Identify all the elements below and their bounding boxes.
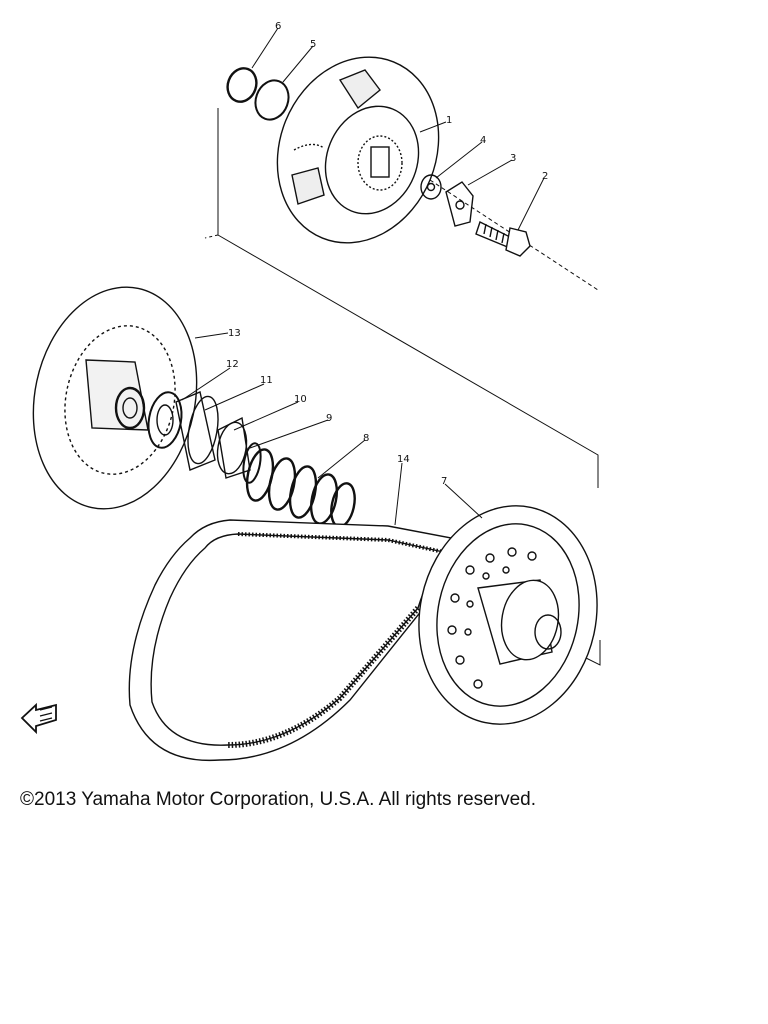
part-8-spring [245, 448, 356, 528]
part-7-secondary-sheave [418, 505, 598, 725]
callout-14: 14 [397, 454, 410, 465]
part-4-washer [420, 174, 442, 200]
callout-13: 13 [228, 328, 241, 339]
callout-labels: 6 5 1 4 3 2 13 12 11 10 9 8 14 7 [226, 21, 548, 487]
callout-4: 4 [480, 135, 486, 146]
callout-5: 5 [310, 39, 316, 50]
part-9-washer [242, 442, 262, 484]
callout-6: 6 [275, 21, 281, 32]
front-direction-arrow-icon [20, 702, 57, 735]
callout-11: 11 [260, 375, 273, 386]
callout-10: 10 [294, 394, 307, 405]
part-6-circlip [226, 67, 258, 103]
part-11-cam [175, 391, 219, 471]
callout-1: 1 [446, 115, 452, 126]
part-5-ring [254, 79, 290, 121]
part-1-fixed-sheave [276, 56, 440, 244]
callout-9: 9 [326, 413, 332, 424]
callout-leaders [181, 27, 545, 526]
copyright-notice: ©2013 Yamaha Motor Corporation, U.S.A. A… [20, 789, 536, 810]
exploded-parts-diagram: 6 5 1 4 3 2 13 12 11 10 9 8 14 7 [20, 21, 601, 762]
part-14-v-belt [128, 519, 464, 762]
callout-2: 2 [542, 171, 548, 182]
callout-8: 8 [363, 433, 369, 444]
part-10-spacer [216, 416, 251, 479]
callout-7: 7 [441, 476, 447, 487]
callout-3: 3 [510, 153, 516, 164]
callout-12: 12 [226, 359, 239, 370]
part-2-bolt [475, 221, 531, 257]
part-3-lock-washer [445, 181, 474, 227]
part-13-sliding-sheave [32, 286, 198, 510]
